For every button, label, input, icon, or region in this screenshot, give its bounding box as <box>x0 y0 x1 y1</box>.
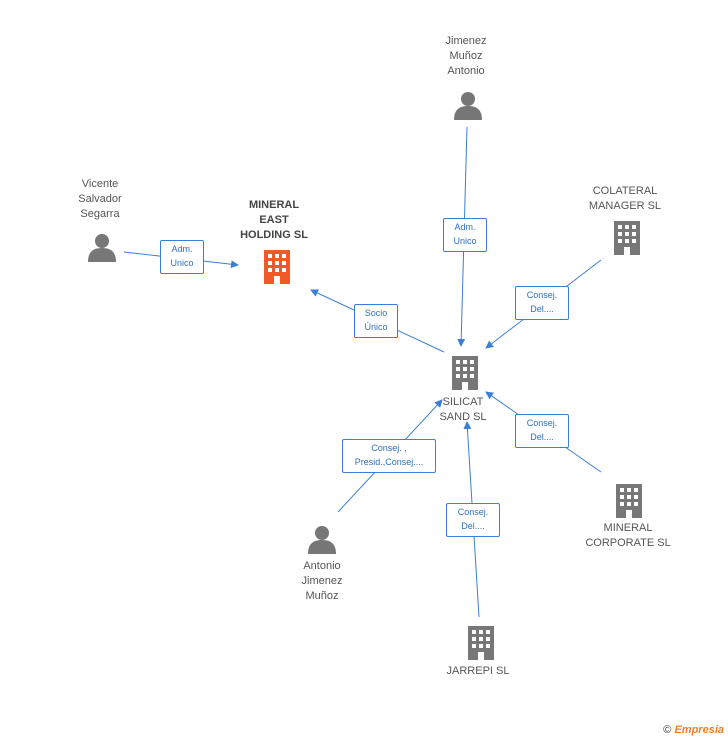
node-label-mineral-east-holding[interactable]: MINERAL EAST HOLDING SL <box>240 199 308 241</box>
person-icon[interactable] <box>308 526 336 554</box>
building-icon[interactable] <box>614 221 640 255</box>
brand-logo[interactable]: Empresia <box>674 724 724 736</box>
person-icon[interactable] <box>88 234 116 262</box>
edge-label-consej-del[interactable]: Consej. Del.... <box>446 503 500 537</box>
node-label-silicat-sand[interactable]: SILICAT SAND SL <box>439 396 487 423</box>
footer-credit: © Empresia <box>663 724 724 736</box>
building-icon-main[interactable] <box>264 250 290 284</box>
edge-label-socio-unico[interactable]: Socio Único <box>354 304 398 338</box>
copyright-symbol: © <box>663 724 672 736</box>
node-label-mineral-corporate[interactable]: MINERAL CORPORATE SL <box>585 522 671 549</box>
edge-label-consej-del[interactable]: Consej. Del.... <box>515 414 569 448</box>
node-label-colateral-manager[interactable]: COLATERAL MANAGER SL <box>588 185 662 212</box>
edge-label-consej-del[interactable]: Consej. Del.... <box>515 286 569 320</box>
node-label-jimenez-munoz-antonio[interactable]: Jimenez Muñoz Antonio <box>445 35 487 77</box>
edge-label-consej-presid[interactable]: Consej. , Presid.,Consej.... <box>342 439 436 473</box>
node-label-vicente[interactable]: Vicente Salvador Segarra <box>78 178 122 220</box>
building-icon[interactable] <box>616 484 642 518</box>
node-label-antonio-jimenez-munoz[interactable]: Antonio Jimenez Muñoz <box>301 560 343 602</box>
building-icon[interactable] <box>468 626 494 660</box>
person-icon[interactable] <box>454 92 482 120</box>
edge-label-adm-unico[interactable]: Adm. Unico <box>443 218 487 252</box>
node-label-jarrepi[interactable]: JARREPI SL <box>446 665 510 677</box>
building-icon[interactable] <box>452 356 478 390</box>
edge-label-adm-unico[interactable]: Adm. Unico <box>160 240 204 274</box>
